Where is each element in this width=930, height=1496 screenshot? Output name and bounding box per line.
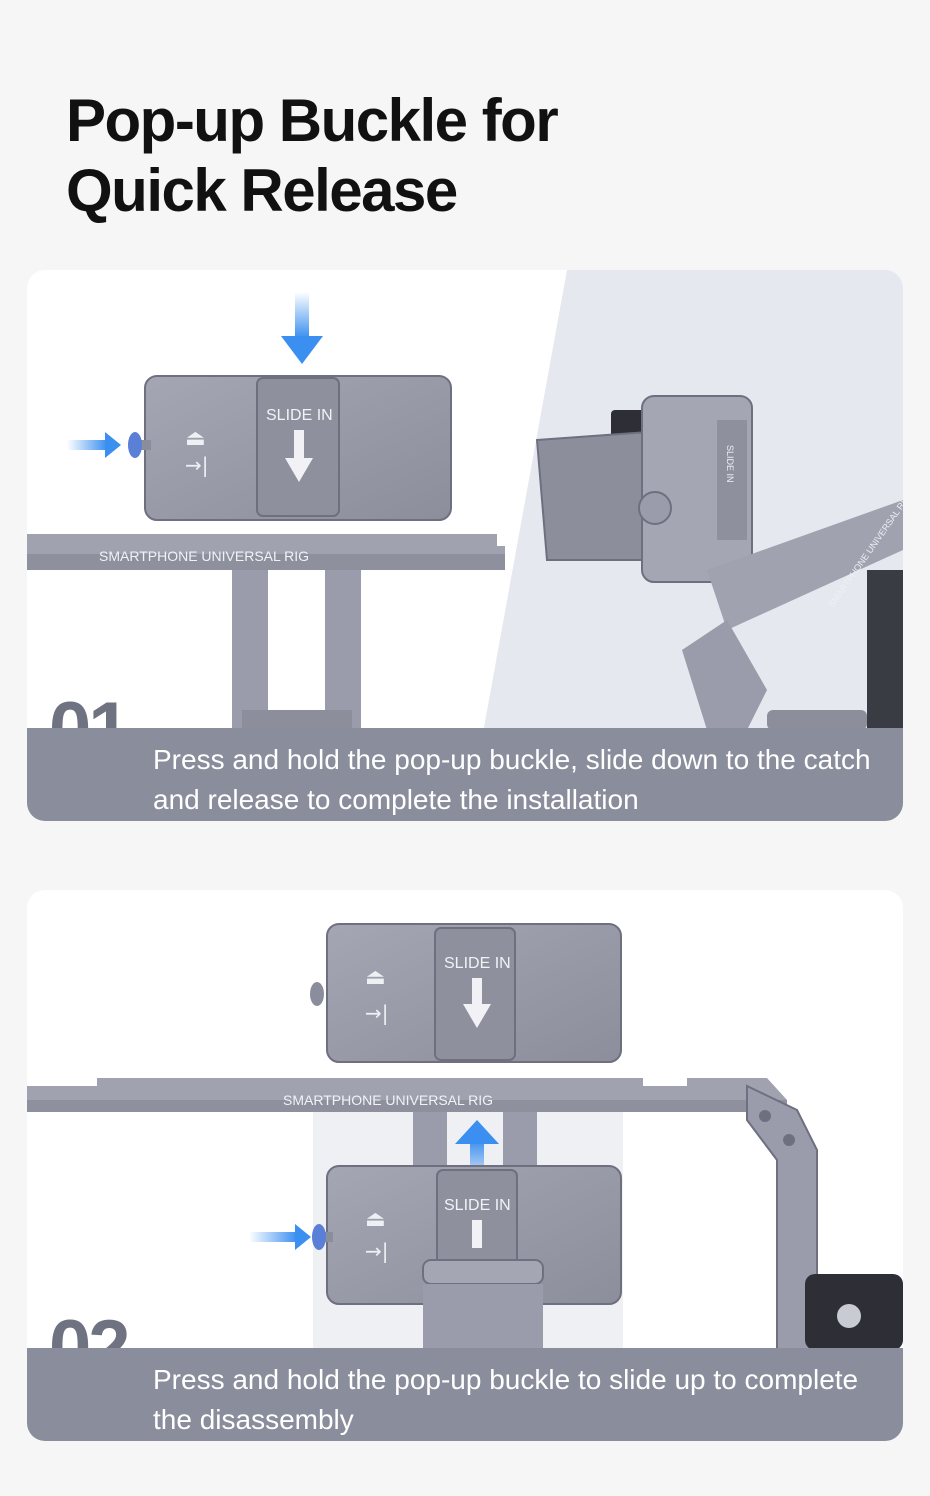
arrow-right-head-icon <box>295 1224 311 1250</box>
knob-shaft <box>137 440 151 450</box>
slide-arrow-head-icon <box>285 458 313 482</box>
rig-top-bar <box>27 1078 787 1100</box>
page-title: Pop-up Buckle for Quick Release <box>66 86 866 226</box>
push-symbol-icon: →| <box>185 453 209 477</box>
step-description: Press and hold the pop-up buckle, slide … <box>153 744 871 815</box>
pop-up-buckle-knob <box>128 432 142 458</box>
step-card-2: SLIDE IN ⏏ →| SMARTPHONE UNIVERSAL RIG S… <box>27 890 903 1441</box>
page-title-line-2: Quick Release <box>66 157 458 224</box>
plate-label-bottom: SLIDE IN <box>444 1197 511 1214</box>
side-rig-bar <box>707 500 903 630</box>
arrow-down-icon <box>295 292 309 338</box>
rig-label: SMARTPHONE UNIVERSAL RIG <box>283 1092 493 1108</box>
rig-leg-left <box>232 570 268 730</box>
side-rig-handle <box>682 620 767 730</box>
step-caption: Press and hold the pop-up buckle, slide … <box>27 728 903 821</box>
lock-symbol-icon: ⏏ <box>365 1207 386 1232</box>
side-knob <box>638 491 672 525</box>
arrow-down-head-icon <box>281 336 323 364</box>
push-symbol-icon: →| <box>365 1001 389 1025</box>
page-title-line-1: Pop-up Buckle for <box>66 87 559 154</box>
side-plate-label: SLIDE IN <box>725 445 735 483</box>
arrow-right-icon <box>67 440 107 450</box>
lock-symbol-icon: ⏏ <box>185 426 206 451</box>
plate-label-top: SLIDE IN <box>444 955 511 972</box>
step-1-illustration: SLIDE IN ⏏ →| SMARTPHONE UNIVERSAL RIG S… <box>27 270 903 821</box>
slide-arrow-icon <box>472 978 482 1006</box>
rig-top-bar <box>27 534 505 554</box>
lower-clamp <box>422 1259 544 1285</box>
push-symbol-icon: →| <box>365 1239 389 1263</box>
top-knob <box>310 982 324 1006</box>
step-card-1: SLIDE IN ⏏ →| SMARTPHONE UNIVERSAL RIG S… <box>27 270 903 821</box>
arrow-right-head-icon <box>105 432 121 458</box>
slide-arrow-icon <box>294 430 304 460</box>
slide-arrow-head-icon <box>463 1004 491 1028</box>
lock-symbol-icon: ⏏ <box>365 965 386 990</box>
side-grip <box>867 570 903 730</box>
step-caption: Press and hold the pop-up buckle to slid… <box>27 1348 903 1441</box>
step-description: Press and hold the pop-up buckle to slid… <box>153 1364 859 1435</box>
rig-leg-right <box>325 570 361 730</box>
plate-label: SLIDE IN <box>266 407 333 424</box>
arrow-right-icon <box>249 1232 297 1242</box>
rig-label: SMARTPHONE UNIVERSAL RIG <box>99 548 309 564</box>
arrow-up-head-icon <box>455 1120 499 1144</box>
pop-up-buckle-knob <box>312 1224 326 1250</box>
